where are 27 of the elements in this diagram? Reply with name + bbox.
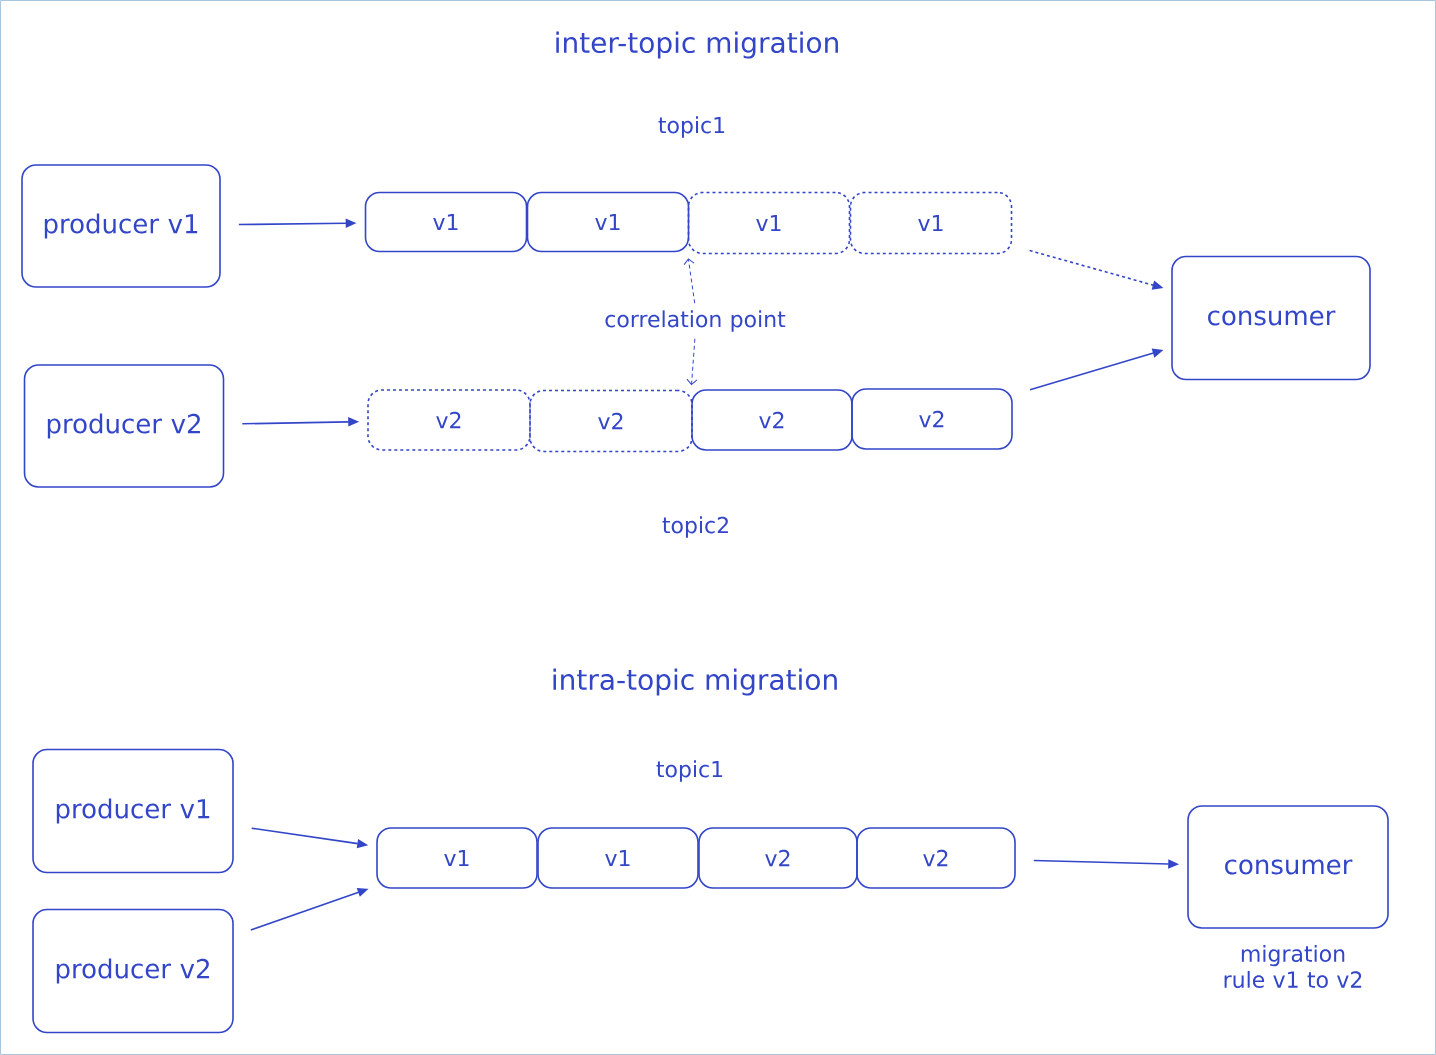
message-cell: v2 xyxy=(851,388,1013,450)
arrow xyxy=(683,258,696,304)
topic-label: topic1 xyxy=(656,760,723,782)
producer-box: producer v1 xyxy=(32,748,234,874)
producer-box: producer v2 xyxy=(23,364,225,488)
arrow xyxy=(686,338,698,385)
message-cell: v1 xyxy=(849,191,1013,255)
section-title: inter-topic migration xyxy=(556,31,838,59)
message-cell: v1 xyxy=(364,191,528,253)
producer-box: producer v1 xyxy=(21,164,221,288)
consumer-box: consumer xyxy=(1171,255,1371,381)
message-cell: v2 xyxy=(856,827,1016,889)
caption-text: migration rule v1 to v2 xyxy=(1224,944,1362,988)
producer-box: producer v2 xyxy=(32,908,234,1034)
consumer-box: consumer xyxy=(1187,805,1389,929)
message-cell: v2 xyxy=(367,389,531,451)
section-title: intra-topic migration xyxy=(553,668,837,696)
topic-label: topic2 xyxy=(662,516,728,538)
annotation-text: correlation point xyxy=(605,310,786,332)
message-cell: v2 xyxy=(691,389,853,451)
message-cell: v1 xyxy=(537,827,699,889)
message-cell: v2 xyxy=(698,827,858,889)
message-cell: v1 xyxy=(376,827,538,889)
message-cell: v2 xyxy=(529,389,693,453)
message-cell: v1 xyxy=(526,191,690,253)
topic-label: topic1 xyxy=(658,116,725,138)
message-cell: v1 xyxy=(687,191,851,255)
